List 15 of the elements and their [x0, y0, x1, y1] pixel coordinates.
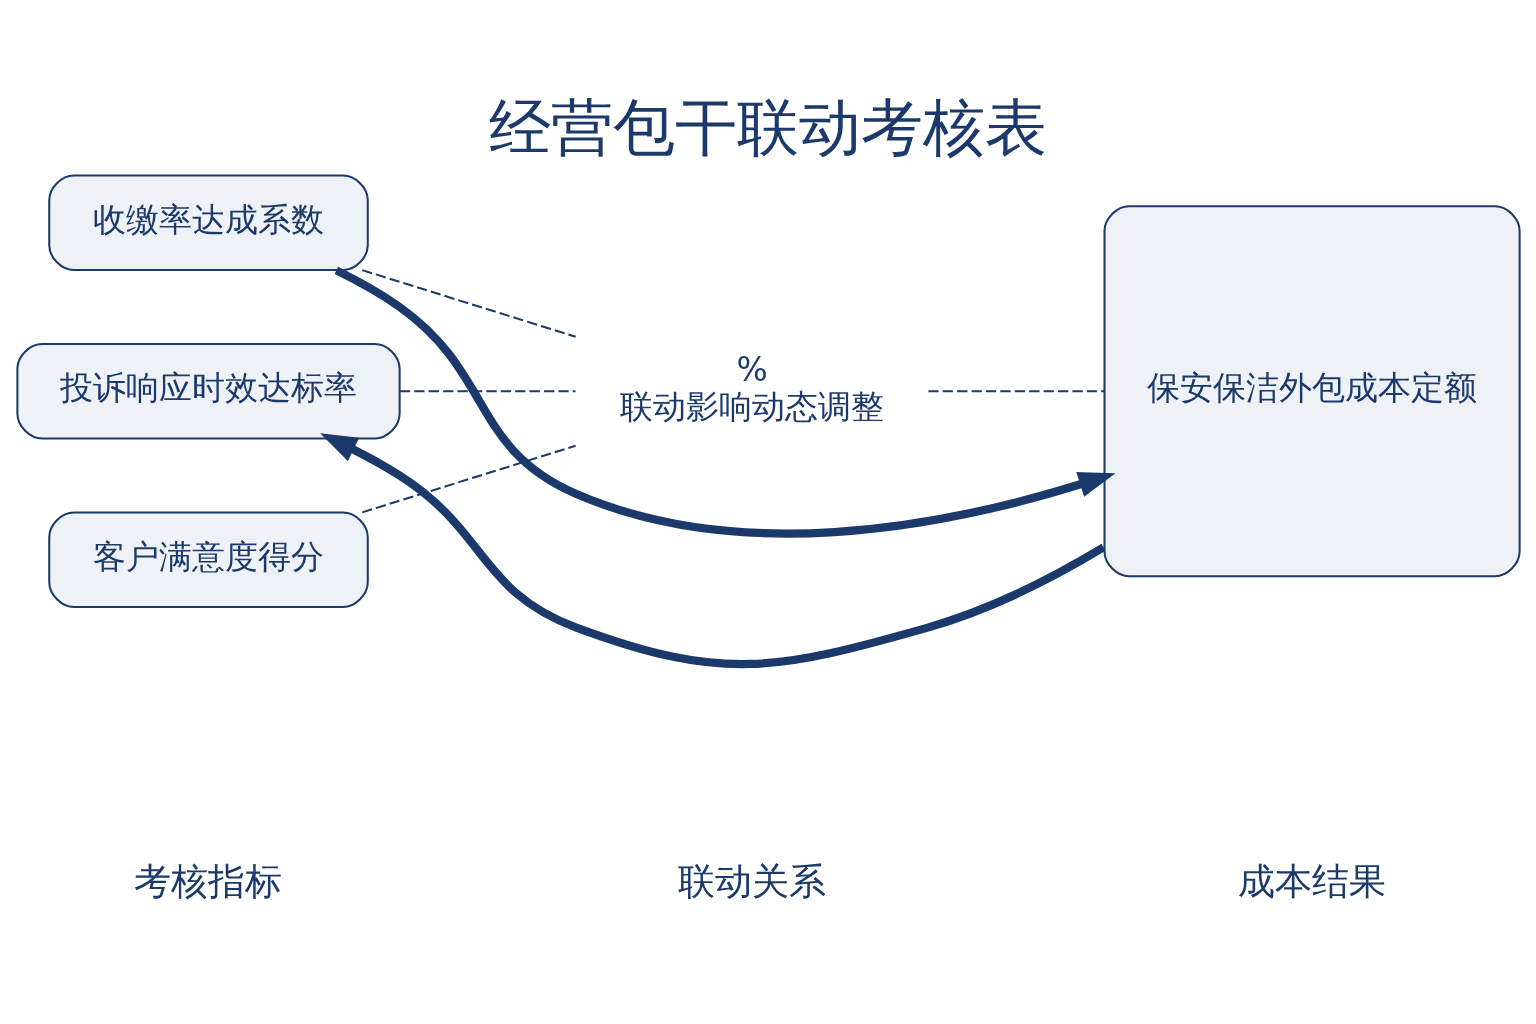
label: 成本结果 [1237, 859, 1386, 902]
diagram-title: 经营包干联动考核表 [489, 91, 1047, 164]
node-box: 投诉响应时效达标率 [15, 342, 401, 440]
node-text: % 联动影响动态调整 [619, 349, 884, 426]
node-box: 客户满意度得分 [47, 510, 369, 608]
label: 考核指标 [134, 859, 283, 902]
connector [928, 389, 1104, 392]
label: 联动关系 [677, 859, 826, 902]
node-box: 收缴率达成系数 [47, 173, 369, 271]
connector [361, 268, 576, 338]
arrow [319, 432, 1106, 668]
node-box: 保安保洁外包成本定额 [1102, 204, 1521, 577]
arrow [334, 266, 1116, 538]
connector [399, 389, 575, 392]
connector [361, 444, 576, 513]
